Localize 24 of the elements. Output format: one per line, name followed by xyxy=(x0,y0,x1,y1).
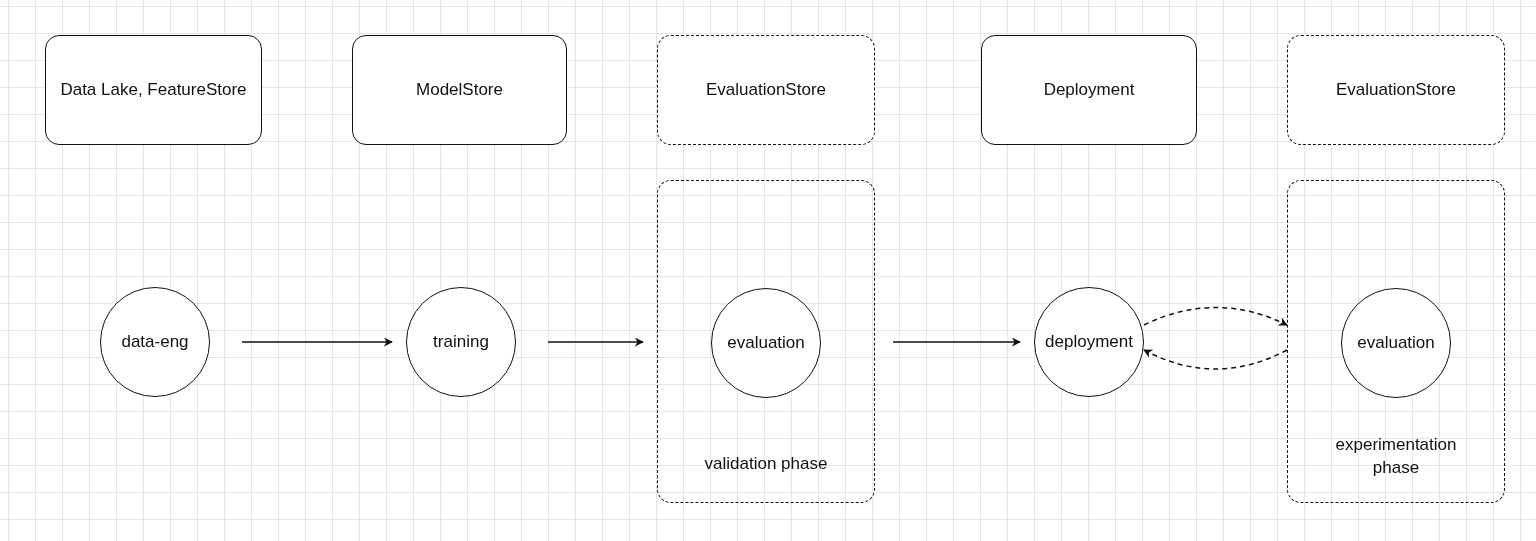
node-label: ModelStore xyxy=(415,78,504,101)
node-label: EvaluationStore xyxy=(1335,78,1457,101)
store-box xyxy=(352,35,567,145)
node-label: training xyxy=(432,330,490,353)
store-box xyxy=(981,35,1197,145)
node-label: evaluation xyxy=(1356,331,1436,354)
arrow xyxy=(1143,349,1288,370)
store-box xyxy=(657,35,875,145)
store-box xyxy=(1287,35,1505,145)
store-box xyxy=(45,35,262,145)
arrow xyxy=(241,337,393,347)
arrow xyxy=(1143,306,1288,326)
node-label: evaluation xyxy=(726,331,806,354)
arrow xyxy=(892,337,1021,347)
node-label: deployment xyxy=(1044,330,1134,353)
phase-label: validation phase xyxy=(703,453,829,476)
phase-group xyxy=(657,180,875,503)
node-label: EvaluationStore xyxy=(705,78,827,101)
arrow xyxy=(547,337,644,347)
phase-group xyxy=(1287,180,1505,503)
node-label: data-eng xyxy=(120,330,190,353)
node-label: Deployment xyxy=(1042,78,1136,101)
phase-label: experimentation phase xyxy=(1334,434,1458,480)
node-label: Data Lake, FeatureStore xyxy=(59,78,248,101)
